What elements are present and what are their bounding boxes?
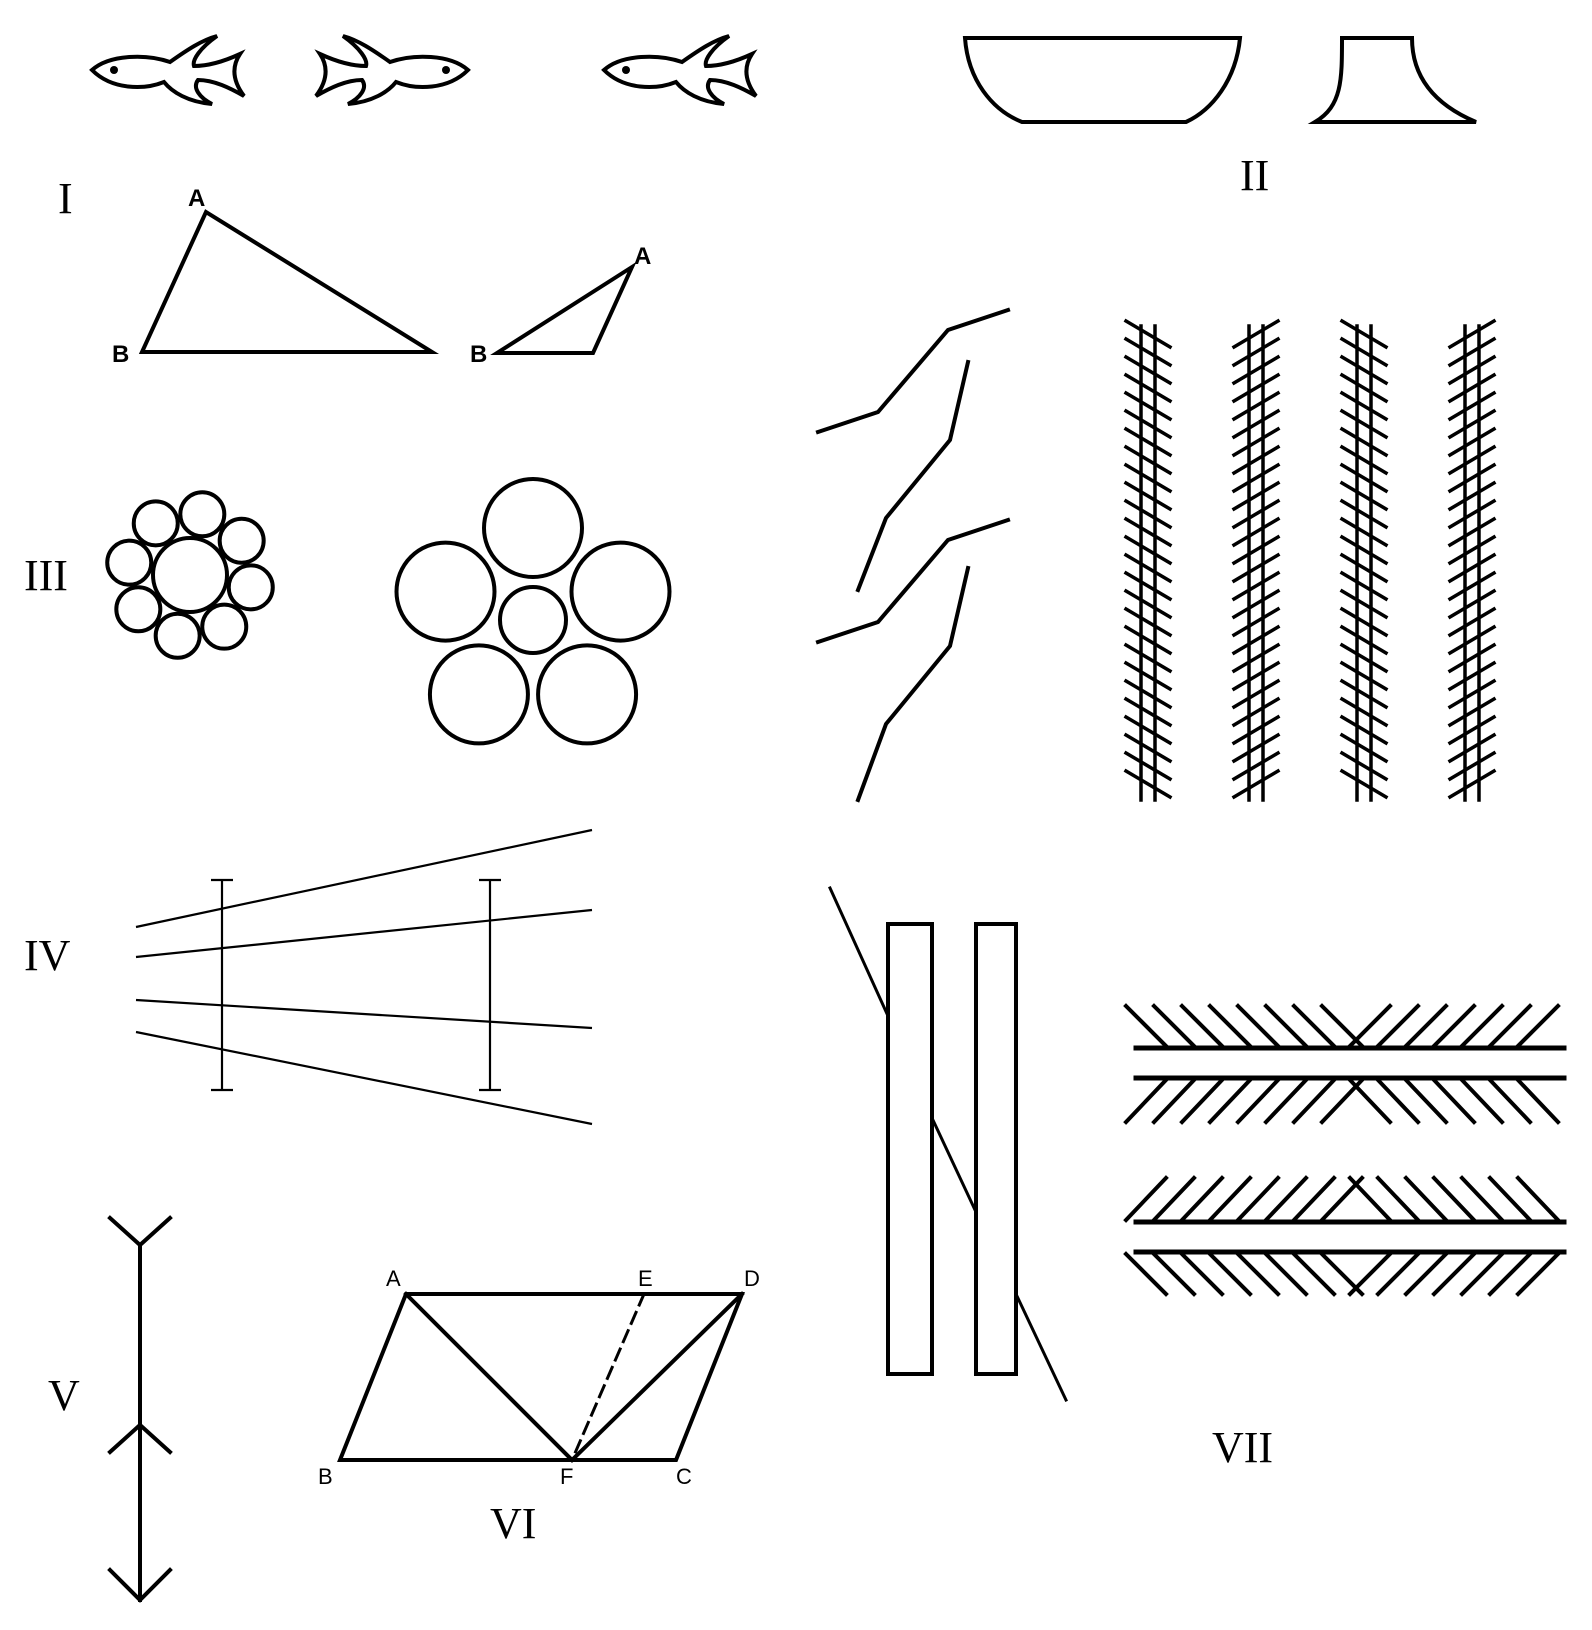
- panel-vi-parallelogram: A E D B F C: [318, 1266, 760, 1489]
- point-d: D: [744, 1266, 760, 1291]
- label-panel-vii: VII: [1212, 1423, 1273, 1472]
- poggendorff-bars: [828, 886, 1068, 1402]
- panel-i-triangles: A B A B: [112, 185, 651, 368]
- circle-surround-small: [226, 563, 275, 612]
- zollner-columns: [1123, 318, 1497, 802]
- circle-surround-small: [105, 538, 154, 587]
- circle-surround-large: [536, 643, 639, 746]
- label-panel-vi: VI: [490, 1499, 536, 1548]
- flared-shape: [1307, 36, 1477, 124]
- panel-v-arrow-figure: [107, 1215, 173, 1603]
- bird-right: [601, 34, 758, 106]
- point-c: C: [676, 1464, 692, 1489]
- panel-vii-hatched-lines: [1123, 1003, 1567, 1297]
- point-b: B: [318, 1464, 333, 1489]
- bird-middle: [314, 34, 471, 106]
- panel-iv-perspective-lines: [135, 828, 593, 1126]
- bowl-shape: [962, 36, 1243, 124]
- circle-surround-large: [394, 540, 497, 643]
- label-panel-i: I: [58, 174, 73, 223]
- circle-center-large-cluster: [498, 585, 568, 655]
- circle-surround-small: [217, 516, 266, 565]
- circle-surround-large: [482, 477, 584, 579]
- triangle-left-point-a: A: [188, 185, 205, 212]
- panel-iii-circles: [105, 477, 672, 746]
- circle-center-small-cluster: [151, 536, 229, 614]
- bird-left: [89, 34, 246, 106]
- label-panel-iii: III: [24, 551, 68, 600]
- triangle-left-point-b: B: [112, 341, 129, 368]
- panel-i-birds: [89, 34, 758, 106]
- point-e: E: [638, 1266, 653, 1291]
- panel-ii-shapes: [962, 36, 1477, 124]
- point-f: F: [560, 1464, 573, 1489]
- circle-surround-small: [153, 611, 202, 660]
- circle-surround-small: [131, 499, 180, 548]
- circle-surround-large: [427, 643, 530, 746]
- triangle-right-point-a: A: [634, 243, 651, 270]
- circle-surround-small: [178, 490, 227, 539]
- triangle-small: [490, 261, 637, 355]
- label-panel-v: V: [48, 1371, 80, 1420]
- circle-surround-small: [114, 585, 163, 634]
- triangle-large: [138, 209, 440, 354]
- triangle-right-point-b: B: [470, 341, 487, 368]
- label-panel-iv: IV: [24, 931, 71, 980]
- point-a: A: [386, 1266, 401, 1291]
- circle-surround-small: [200, 602, 249, 651]
- zigzag-lines: [815, 307, 1011, 803]
- circle-surround-large: [569, 540, 672, 643]
- parallelogram-abcd: [337, 1292, 745, 1462]
- label-panel-ii: II: [1240, 151, 1269, 200]
